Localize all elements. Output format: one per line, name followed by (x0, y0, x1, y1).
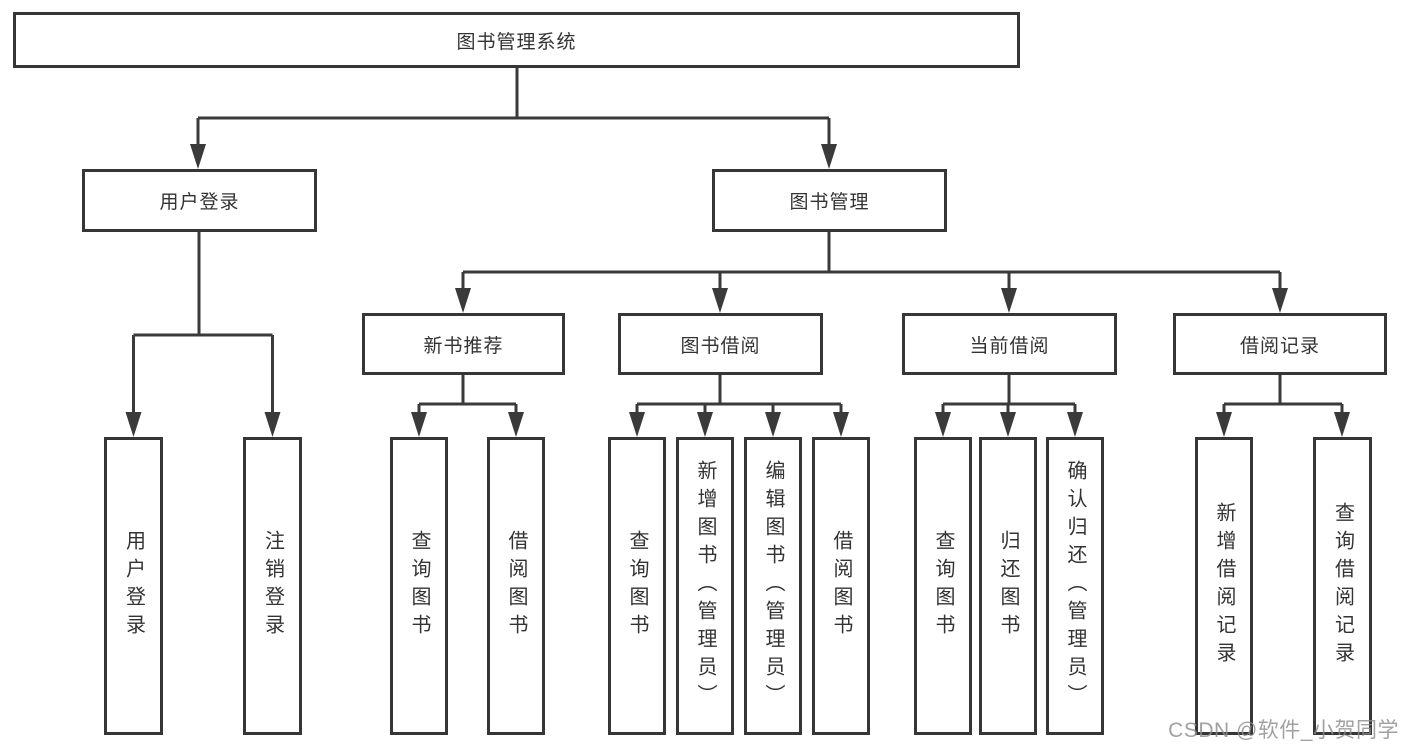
node-root: 图书管理系统 (13, 12, 1020, 68)
leaf-query-books-2: 查询图书 (608, 437, 666, 735)
node-user-login: 用户登录 (82, 169, 317, 232)
watermark: CSDN @软件_小贺同学 (1168, 719, 1399, 742)
leaf-query-borrow-record: 查询借阅记录 (1313, 437, 1372, 735)
leaf-borrow-books-1: 借阅图书 (487, 437, 545, 735)
node-current-borrowing: 当前借阅 (902, 313, 1117, 375)
leaf-query-books-3: 查询图书 (914, 437, 972, 735)
leaf-logout: 注销登录 (243, 437, 302, 735)
leaf-borrow-books-2: 借阅图书 (812, 437, 870, 735)
node-book-management: 图书管理 (712, 169, 947, 232)
leaf-user-login: 用户登录 (104, 437, 163, 735)
node-new-book-recommend: 新书推荐 (362, 313, 565, 375)
leaf-query-books-1: 查询图书 (390, 437, 448, 735)
leaf-add-borrow-record: 新增借阅记录 (1195, 437, 1253, 735)
node-borrowing-records: 借阅记录 (1173, 313, 1387, 375)
node-book-borrowing: 图书借阅 (618, 313, 823, 375)
leaf-add-book-admin: 新增图书（管理员） (676, 437, 734, 735)
leaf-edit-book-admin: 编辑图书（管理员） (744, 437, 802, 735)
leaf-confirm-return-admin: 确认归还（管理员） (1046, 437, 1104, 735)
leaf-return-books: 归还图书 (979, 437, 1037, 735)
